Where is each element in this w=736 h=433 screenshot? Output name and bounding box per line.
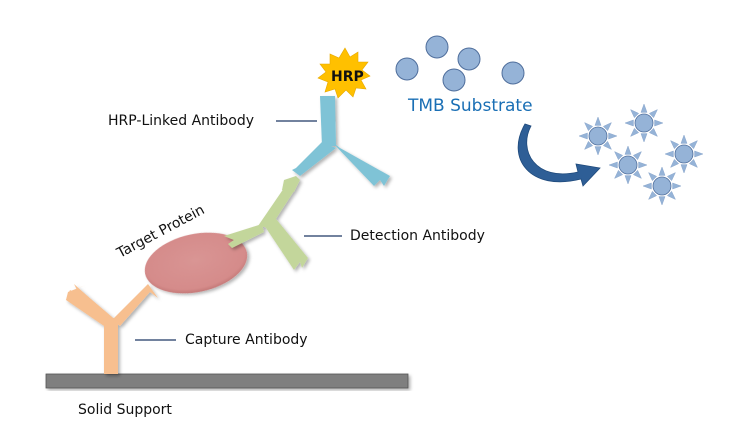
substrate-molecule	[425, 35, 449, 59]
solid-support-bar	[45, 373, 409, 389]
detection-antibody	[224, 176, 308, 270]
product-core	[618, 155, 638, 175]
ray	[672, 182, 682, 190]
tmb-substrate-label: TMB Substrate	[407, 96, 533, 116]
ray	[658, 196, 666, 206]
ray	[602, 140, 612, 150]
product-molecule-icon	[578, 116, 618, 156]
product-core	[634, 113, 654, 133]
hrp-burst-icon	[317, 47, 371, 99]
ray	[624, 145, 632, 155]
ray	[688, 140, 698, 150]
product-core	[652, 176, 672, 196]
ray	[638, 161, 648, 169]
curved-arrow-icon	[517, 123, 601, 187]
ray	[640, 103, 648, 113]
product-molecule-icon	[664, 134, 704, 174]
ray	[608, 161, 618, 169]
product-core	[674, 144, 694, 164]
detection-antibody-label: Detection Antibody	[350, 228, 485, 244]
product-molecule-icon	[608, 145, 648, 185]
ray	[688, 158, 698, 168]
tmb-substrate-molecules	[395, 35, 525, 92]
ray	[614, 169, 624, 179]
ray	[666, 190, 676, 200]
ray	[608, 132, 618, 140]
ray	[658, 166, 666, 176]
ray	[654, 119, 664, 127]
ray	[680, 164, 688, 174]
ray	[584, 122, 594, 132]
ray	[648, 190, 658, 200]
capture-antibody	[66, 284, 158, 374]
ray	[630, 109, 640, 119]
ray	[630, 127, 640, 137]
ray	[624, 119, 634, 127]
substrate-molecule	[501, 61, 525, 85]
ray	[584, 140, 594, 150]
hrp-linked-antibody	[292, 96, 390, 186]
hrp-label: HRP	[331, 69, 364, 85]
ray	[640, 133, 648, 143]
ray	[648, 109, 658, 119]
reaction-arrow	[517, 123, 601, 187]
ray	[594, 146, 602, 156]
product-molecule-icon	[642, 166, 682, 206]
ray	[614, 151, 624, 161]
tmb-product-molecules	[578, 103, 704, 206]
ray	[648, 172, 658, 182]
ray	[694, 150, 704, 158]
hrp-enzyme: HRP	[317, 47, 371, 99]
ray	[602, 122, 612, 132]
ray	[680, 134, 688, 144]
product-core	[588, 126, 608, 146]
ray	[664, 150, 674, 158]
ray	[648, 127, 658, 137]
substrate-molecule	[442, 68, 466, 92]
hrp-linked-antibody-label: HRP-Linked Antibody	[108, 113, 254, 129]
ray	[632, 169, 642, 179]
solid-support-label: Solid Support	[78, 402, 172, 418]
ray	[642, 182, 652, 190]
ray	[594, 116, 602, 126]
ray	[666, 172, 676, 182]
ray	[632, 151, 642, 161]
ray	[624, 175, 632, 185]
substrate-molecule	[395, 57, 419, 81]
substrate-molecule	[457, 47, 481, 71]
product-molecule-icon	[624, 103, 664, 143]
target-protein	[144, 232, 248, 294]
capture-antibody-label: Capture Antibody	[185, 332, 308, 348]
ray	[670, 158, 680, 168]
ray	[670, 140, 680, 150]
ray	[578, 132, 588, 140]
